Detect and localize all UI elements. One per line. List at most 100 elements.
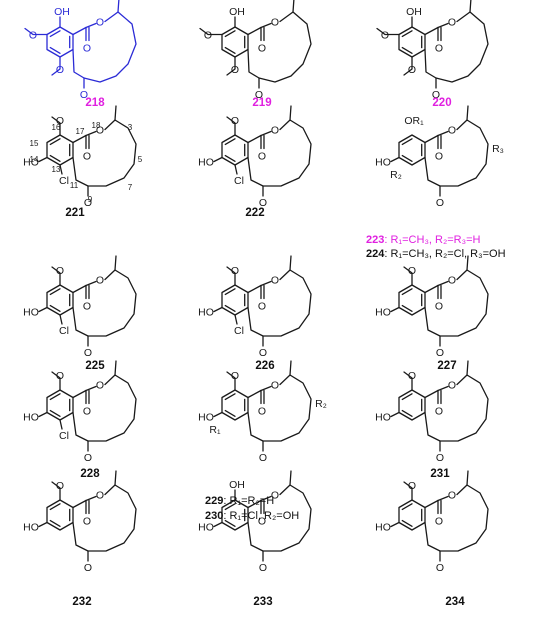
- aromatic-double-bond: [401, 30, 413, 38]
- methoxy-bond: [24, 27, 48, 36]
- bond: [437, 495, 449, 502]
- bond: [72, 284, 87, 294]
- aromatic-double-bond: [49, 503, 61, 511]
- methyl-bond: [114, 105, 117, 121]
- bond: [260, 495, 272, 502]
- hydroxy-group: HO: [23, 412, 39, 424]
- hydroxy-group: HO: [23, 522, 39, 534]
- aromatic-double-bond: [401, 519, 413, 527]
- methoxy-oxygen: O: [56, 115, 64, 127]
- macrolide-ring: [247, 119, 312, 187]
- carbonyl-oxygen: O: [258, 406, 266, 418]
- ketone-oxygen: O: [84, 452, 92, 464]
- aromatic-double-bond: [49, 288, 61, 296]
- methoxy-oxygen: O: [408, 480, 416, 492]
- methyl-bond: [292, 0, 295, 13]
- methoxy-oxygen: O: [381, 30, 389, 42]
- bond: [247, 389, 262, 399]
- methyl-bond: [114, 470, 117, 486]
- compound-label-224: 224: [366, 248, 385, 260]
- methyl-bond: [114, 360, 117, 376]
- carbonyl-oxygen: O: [83, 151, 91, 163]
- macrolide-ring: [247, 11, 312, 83]
- bond: [38, 306, 48, 313]
- methoxy-bond: [403, 481, 413, 501]
- methoxy-oxygen: O: [56, 480, 64, 492]
- ester-oxygen: O: [96, 380, 104, 392]
- macrolide-ring: [72, 11, 137, 83]
- bond: [85, 385, 97, 392]
- bond: [59, 419, 63, 430]
- bond: [260, 280, 272, 287]
- methoxy-bond: [51, 116, 61, 136]
- bond: [390, 306, 400, 313]
- aromatic-double-bond: [401, 288, 413, 296]
- aromatic-double-bond: [224, 46, 236, 54]
- compound-label-230: 230: [205, 510, 223, 522]
- carbonyl-oxygen: O: [83, 406, 91, 418]
- hydroxy-group: HO: [375, 307, 391, 319]
- hydroxy-group: HO: [198, 307, 214, 319]
- macrolide-ring: [424, 269, 489, 337]
- ester-oxygen: O: [96, 490, 104, 502]
- bond: [72, 134, 87, 144]
- compound-label-222: 222: [245, 207, 264, 219]
- methoxy-bond: [51, 481, 61, 501]
- hydroxy-group: HO: [375, 157, 391, 169]
- carbonyl-oxygen: O: [258, 43, 266, 55]
- aromatic-double-bond: [49, 409, 61, 417]
- aromatic-double-bond: [49, 138, 61, 146]
- aromatic-double-bond: [224, 409, 236, 417]
- ester-oxygen: O: [448, 17, 456, 29]
- macrolide-ring: [424, 484, 489, 552]
- chlorine: Cl: [59, 175, 69, 187]
- bond: [247, 284, 262, 294]
- methoxy-oxygen: O: [231, 370, 239, 382]
- bond: [72, 499, 87, 509]
- bond: [85, 22, 97, 29]
- bond: [247, 26, 262, 36]
- bond: [234, 314, 238, 325]
- methyl-bond: [466, 255, 469, 271]
- aromatic-double-bond: [401, 304, 413, 312]
- ester-oxygen: O: [271, 380, 279, 392]
- methoxy-bond: [403, 371, 413, 391]
- ketone-oxygen: O: [259, 197, 267, 209]
- carbonyl-oxygen: O: [435, 406, 443, 418]
- bond: [437, 22, 449, 29]
- carbonyl-oxygen: O: [435, 151, 443, 163]
- aromatic-double-bond: [49, 304, 61, 312]
- caption-223: 223: R₁=CH₃, R₂=R₃=H: [366, 234, 481, 246]
- ketone-oxygen: O: [84, 347, 92, 359]
- methoxy-oxygen: O: [29, 30, 37, 42]
- macrolide-ring: [247, 269, 312, 337]
- caption-text-230: : R₁=Cl, R₂=OH: [223, 510, 299, 522]
- ketone-oxygen: O: [436, 197, 444, 209]
- carbonyl-oxygen: O: [83, 301, 91, 313]
- text-layer: OOOHOOOOOOHOOOOOOHOOOOOOHOClOOOOHOClOOOH…: [23, 6, 505, 608]
- bond: [424, 389, 439, 399]
- compound-label-234: 234: [445, 596, 465, 608]
- ester-oxygen: O: [448, 380, 456, 392]
- bond: [437, 130, 449, 137]
- ketone-oxygen: O: [432, 89, 440, 101]
- ketone-oxygen: O: [436, 562, 444, 574]
- hydroxy-group: HO: [23, 307, 39, 319]
- bond: [38, 411, 48, 418]
- R2-substituent: R₂: [315, 398, 327, 410]
- hydroxy-group: HO: [375, 522, 391, 534]
- methyl-bond: [289, 105, 292, 121]
- carbonyl-oxygen: O: [435, 516, 443, 528]
- methyl-bond: [289, 470, 292, 486]
- hydroxy-group: HO: [198, 157, 214, 169]
- compound-label-218: 218: [85, 97, 105, 109]
- methoxy-bond: [51, 266, 61, 286]
- bond: [390, 521, 400, 528]
- methoxy-bond: [51, 56, 61, 76]
- bond: [260, 130, 272, 137]
- bond: [85, 130, 97, 137]
- chlorine: Cl: [59, 430, 69, 442]
- ester-oxygen: O: [271, 275, 279, 287]
- aromatic-double-bond: [224, 503, 236, 511]
